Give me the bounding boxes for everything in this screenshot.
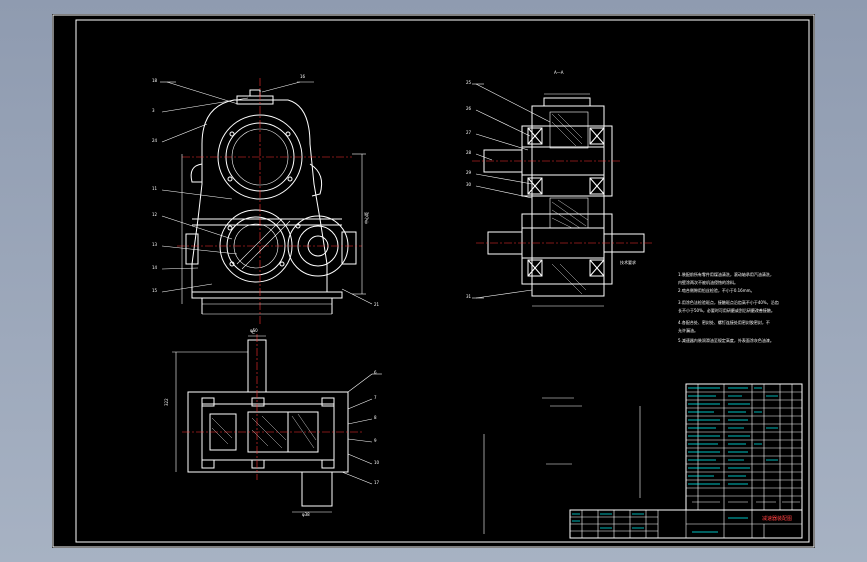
svg-text:7: 7 bbox=[374, 395, 377, 400]
note-line: 4.各配合处、密封处、螺钉连接处用密封胶密封，不 bbox=[678, 319, 770, 325]
svg-text:28: 28 bbox=[466, 150, 472, 155]
assembly-drawing: 18 3 24 11 12 13 14 15 21 16 C 中心距 A—A bbox=[52, 14, 815, 548]
note-line: 允许漏油。 bbox=[678, 327, 698, 333]
top-view: 322 φ50 φ38 6 7 8 9 10 17 bbox=[164, 328, 382, 517]
svg-text:31: 31 bbox=[466, 294, 472, 299]
svg-text:φ38: φ38 bbox=[302, 512, 310, 517]
front-view: 18 3 24 11 12 13 14 15 21 16 C 中心距 bbox=[152, 74, 380, 335]
detail-marks bbox=[483, 397, 641, 534]
note-line: 1.装配前所有零件用煤油清洗，滚动轴承用汽油清洗， bbox=[678, 271, 774, 277]
svg-text:φ50: φ50 bbox=[250, 328, 258, 333]
svg-text:18: 18 bbox=[152, 78, 158, 83]
svg-text:9: 9 bbox=[374, 438, 377, 443]
outer-border bbox=[52, 14, 815, 548]
section-view: A—A bbox=[466, 70, 652, 307]
inner-border bbox=[75, 19, 810, 543]
svg-text:10: 10 bbox=[374, 460, 380, 465]
svg-text:13: 13 bbox=[152, 242, 158, 247]
svg-text:12: 12 bbox=[152, 212, 158, 217]
svg-text:25: 25 bbox=[466, 80, 472, 85]
svg-text:17: 17 bbox=[374, 480, 380, 485]
svg-text:322: 322 bbox=[164, 398, 169, 406]
svg-text:3: 3 bbox=[152, 108, 155, 113]
drawing-sheet: 18 3 24 11 12 13 14 15 21 16 C 中心距 A—A bbox=[52, 14, 815, 548]
svg-text:8: 8 bbox=[374, 415, 377, 420]
drawing-title: 减速器装配图 bbox=[762, 515, 792, 522]
svg-text:14: 14 bbox=[152, 265, 158, 270]
svg-text:21: 21 bbox=[374, 302, 380, 307]
svg-text:29: 29 bbox=[466, 170, 472, 175]
note-line: 2.啮合侧隙用铅丝检验，不小于0.16mm。 bbox=[678, 287, 755, 293]
note-line: 长不小于50%，必要时可用研磨或刮后研磨改善接触。 bbox=[678, 307, 775, 313]
svg-text:27: 27 bbox=[466, 130, 472, 135]
svg-text:6: 6 bbox=[374, 370, 377, 375]
technical-requirements: 技术要求 1.装配前所有零件用煤油清洗，滚动轴承用汽油清洗， 内壁涂两次不被机油… bbox=[620, 259, 779, 343]
section-label: A—A bbox=[554, 70, 564, 75]
svg-text:11: 11 bbox=[152, 186, 158, 191]
svg-text:24: 24 bbox=[152, 138, 158, 143]
note-line: 5.减速器内装润滑油至规定高度，外表面涂灰色油漆。 bbox=[678, 337, 774, 343]
notes-title: 技术要求 bbox=[620, 259, 636, 265]
note-line: 3.用涂色法检验斑点，接触斑点沿齿高不小于40%，沿齿 bbox=[678, 299, 779, 305]
parts-list bbox=[685, 383, 803, 511]
svg-text:16: 16 bbox=[300, 74, 306, 79]
svg-text:30: 30 bbox=[466, 182, 472, 187]
svg-text:26: 26 bbox=[466, 106, 472, 111]
svg-text:15: 15 bbox=[152, 288, 158, 293]
svg-text:中心距: 中心距 bbox=[363, 212, 369, 224]
note-line: 内壁涂两次不被机油侵蚀的涂料。 bbox=[678, 279, 738, 285]
title-block: 减速器装配图 bbox=[569, 509, 803, 539]
svg-text:C: C bbox=[252, 330, 255, 335]
